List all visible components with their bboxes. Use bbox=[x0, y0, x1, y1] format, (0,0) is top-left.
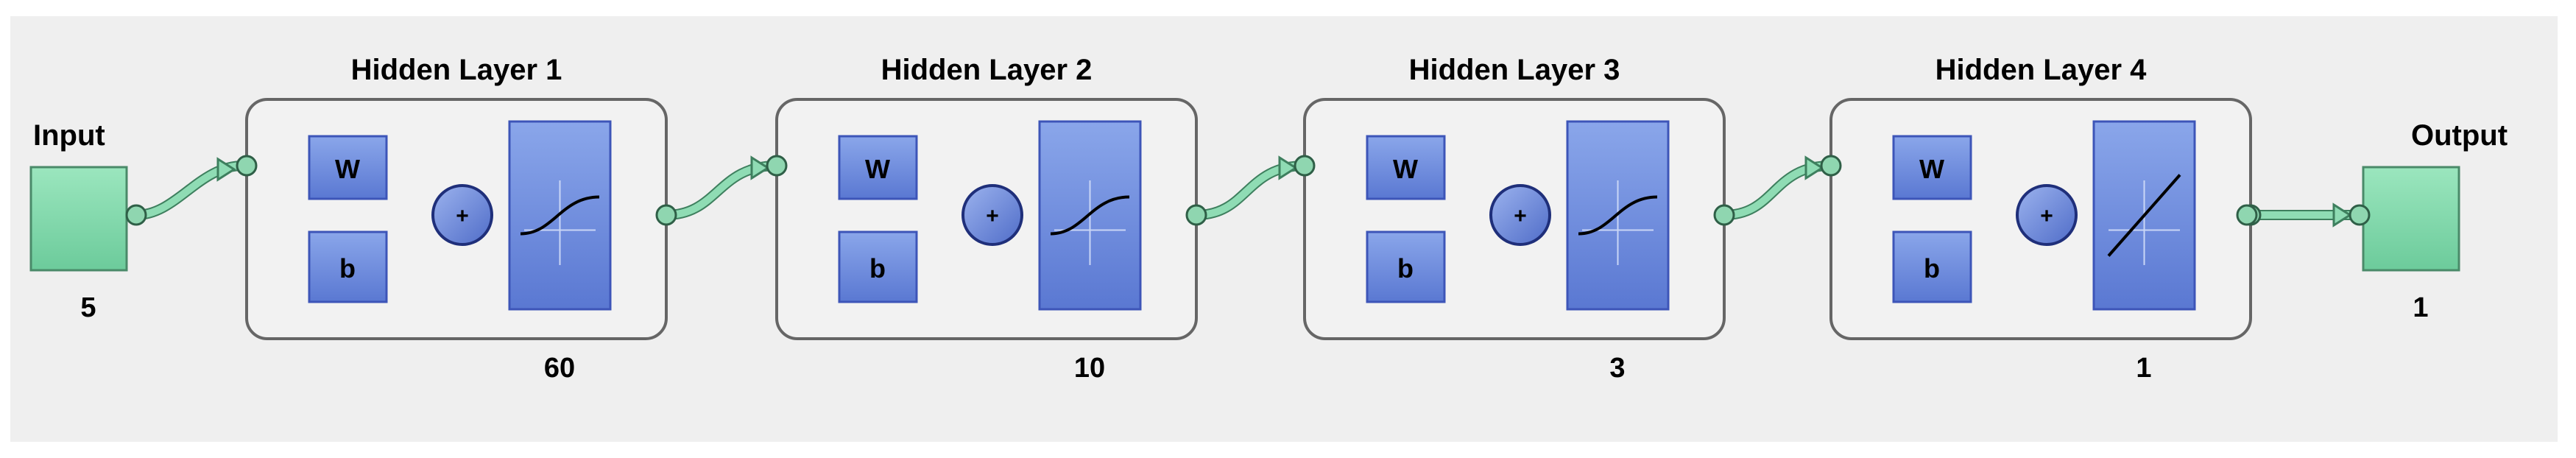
input-arrow bbox=[216, 157, 236, 182]
output-node bbox=[2362, 166, 2460, 272]
sum-node bbox=[2016, 184, 2078, 246]
sigmoid-icon bbox=[1578, 195, 1658, 236]
layer-size: 60 bbox=[544, 353, 575, 384]
weight-label: W bbox=[1393, 154, 1418, 184]
inter-layer-arrow-3 bbox=[1804, 155, 1824, 180]
output-arrow bbox=[2332, 202, 2352, 228]
layer-size: 10 bbox=[1074, 353, 1105, 384]
layer-output-dot bbox=[1713, 204, 1735, 226]
bias-block bbox=[1892, 230, 1972, 303]
sum-symbol: + bbox=[1514, 204, 1527, 228]
inter-layer-arrow-1 bbox=[750, 155, 770, 180]
bias-block bbox=[308, 230, 388, 303]
bias-label: b bbox=[869, 253, 886, 283]
layer-size: 1 bbox=[2136, 353, 2151, 384]
layer-title: Hidden Layer 4 bbox=[1935, 54, 2148, 86]
weight-block bbox=[308, 135, 388, 200]
bias-label: b bbox=[1397, 253, 1414, 283]
sum-symbol: + bbox=[456, 204, 469, 228]
weight-block bbox=[1366, 135, 1446, 200]
output-input-dot bbox=[2349, 204, 2371, 226]
layer-title: Hidden Layer 1 bbox=[351, 54, 562, 86]
input-output-dot bbox=[125, 204, 147, 226]
layer-input-dot bbox=[766, 155, 788, 177]
weight-label: W bbox=[1919, 154, 1944, 184]
layer-input-dot bbox=[1294, 155, 1316, 177]
hidden-layer-2: Hidden Layer 2 Wb +10 bbox=[775, 54, 1198, 384]
output-size: 1 bbox=[2413, 292, 2428, 323]
bias-block bbox=[838, 230, 918, 303]
bias-block bbox=[1366, 230, 1446, 303]
layer-title: Hidden Layer 3 bbox=[1409, 54, 1620, 86]
layer-output-dot bbox=[655, 204, 677, 226]
sum-node bbox=[431, 184, 493, 246]
input-label: Input bbox=[33, 119, 105, 152]
input-size: 5 bbox=[80, 292, 96, 323]
weight-label: W bbox=[335, 154, 360, 184]
connector-dots bbox=[125, 155, 2371, 226]
layer-size: 3 bbox=[1609, 353, 1625, 384]
sum-symbol: + bbox=[2040, 204, 2053, 228]
weight-block bbox=[838, 135, 918, 200]
layer-output-dot bbox=[1185, 204, 1207, 226]
sum-node bbox=[961, 184, 1023, 246]
hidden-layer-3: Hidden Layer 3 Wb +3 bbox=[1303, 54, 1726, 384]
layer-title: Hidden Layer 2 bbox=[881, 54, 1093, 86]
output-label: Output bbox=[2411, 119, 2508, 152]
layer-input-dot bbox=[1820, 155, 1842, 177]
linear-icon bbox=[2107, 174, 2181, 257]
hidden-layer-4: Hidden Layer 4 Wb +1 bbox=[1829, 54, 2252, 384]
output-block: Output 1 bbox=[2362, 119, 2508, 323]
bias-label: b bbox=[1924, 253, 1940, 283]
weight-label: W bbox=[865, 154, 890, 184]
input-node bbox=[29, 166, 128, 272]
weight-block bbox=[1892, 135, 1972, 200]
sigmoid-icon bbox=[520, 195, 600, 236]
layer-input-dot bbox=[236, 155, 258, 177]
sigmoid-icon bbox=[1050, 195, 1130, 236]
hidden-layer-1: Hidden Layer 1 Wb +60 bbox=[245, 54, 668, 384]
sum-symbol: + bbox=[986, 204, 999, 228]
pre-output-dot bbox=[2236, 204, 2258, 226]
input-block: Input 5 bbox=[29, 119, 128, 323]
activation-crosshair bbox=[2109, 180, 2180, 265]
inter-layer-arrow-2 bbox=[1278, 155, 1298, 180]
sum-node bbox=[1489, 184, 1551, 246]
bias-label: b bbox=[339, 253, 356, 283]
